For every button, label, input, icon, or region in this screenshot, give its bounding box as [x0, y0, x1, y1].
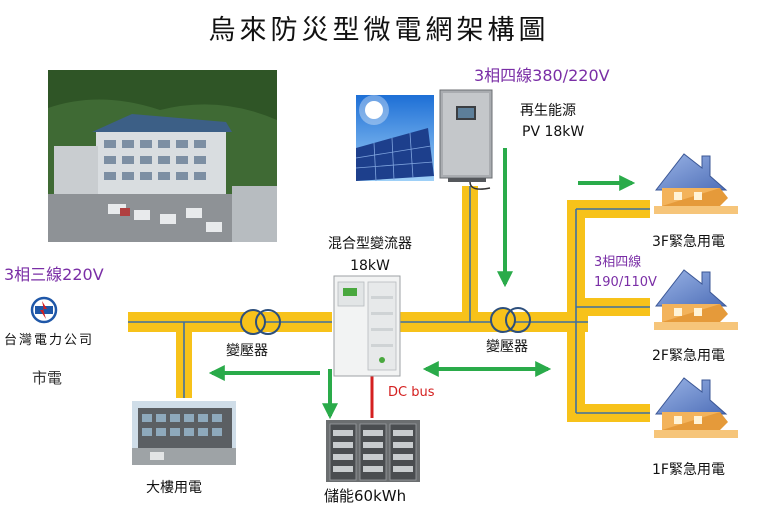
building-load-label: 大樓用電 [146, 480, 202, 496]
transformer-left-icon [240, 309, 281, 335]
house-bus-voltage-line2: 190/110V [594, 275, 657, 290]
transformer-left-label: 變壓器 [226, 343, 268, 359]
utility-label: 市電 [32, 369, 63, 387]
microgrid-building-photo [48, 70, 277, 242]
grid-voltage-label: 3相三線220V [4, 265, 104, 284]
emergency-load-2f: 2F緊急用電 [652, 348, 725, 364]
house-bus-voltage-line1: 3相四線 [594, 255, 642, 270]
inverter-capacity-label: 18kW [350, 258, 390, 274]
battery-storage-image [326, 420, 420, 482]
diagram-title: 烏來防災型微電網架構圖 [208, 15, 550, 46]
house-icon-2f [654, 269, 738, 330]
inverter-name-label: 混合型變流器 [328, 236, 412, 252]
transformer-right-icon [490, 307, 531, 333]
pv-inverter-image [439, 89, 493, 190]
dc-bus-label: DC bus [388, 385, 435, 400]
flow-arrows [208, 148, 636, 420]
emergency-load-1f: 1F緊急用電 [652, 462, 725, 478]
house-icon-3f [654, 153, 738, 214]
transformer-right-label: 變壓器 [486, 339, 528, 355]
hybrid-inverter-image [333, 275, 401, 377]
pv-panel-image [355, 95, 434, 182]
storage-label: 儲能60kWh [324, 487, 407, 505]
pv-capacity-label: PV 18kW [522, 124, 585, 140]
office-building-image [132, 401, 236, 465]
house-icon-1f [654, 377, 738, 438]
utility-logo-text: 台灣電力公司 [4, 333, 95, 348]
pv-voltage-label: 3相四線380/220V [474, 66, 610, 85]
taipower-logo-icon [30, 296, 58, 324]
pv-name-label: 再生能源 [520, 103, 576, 119]
emergency-load-3f: 3F緊急用電 [652, 234, 725, 250]
